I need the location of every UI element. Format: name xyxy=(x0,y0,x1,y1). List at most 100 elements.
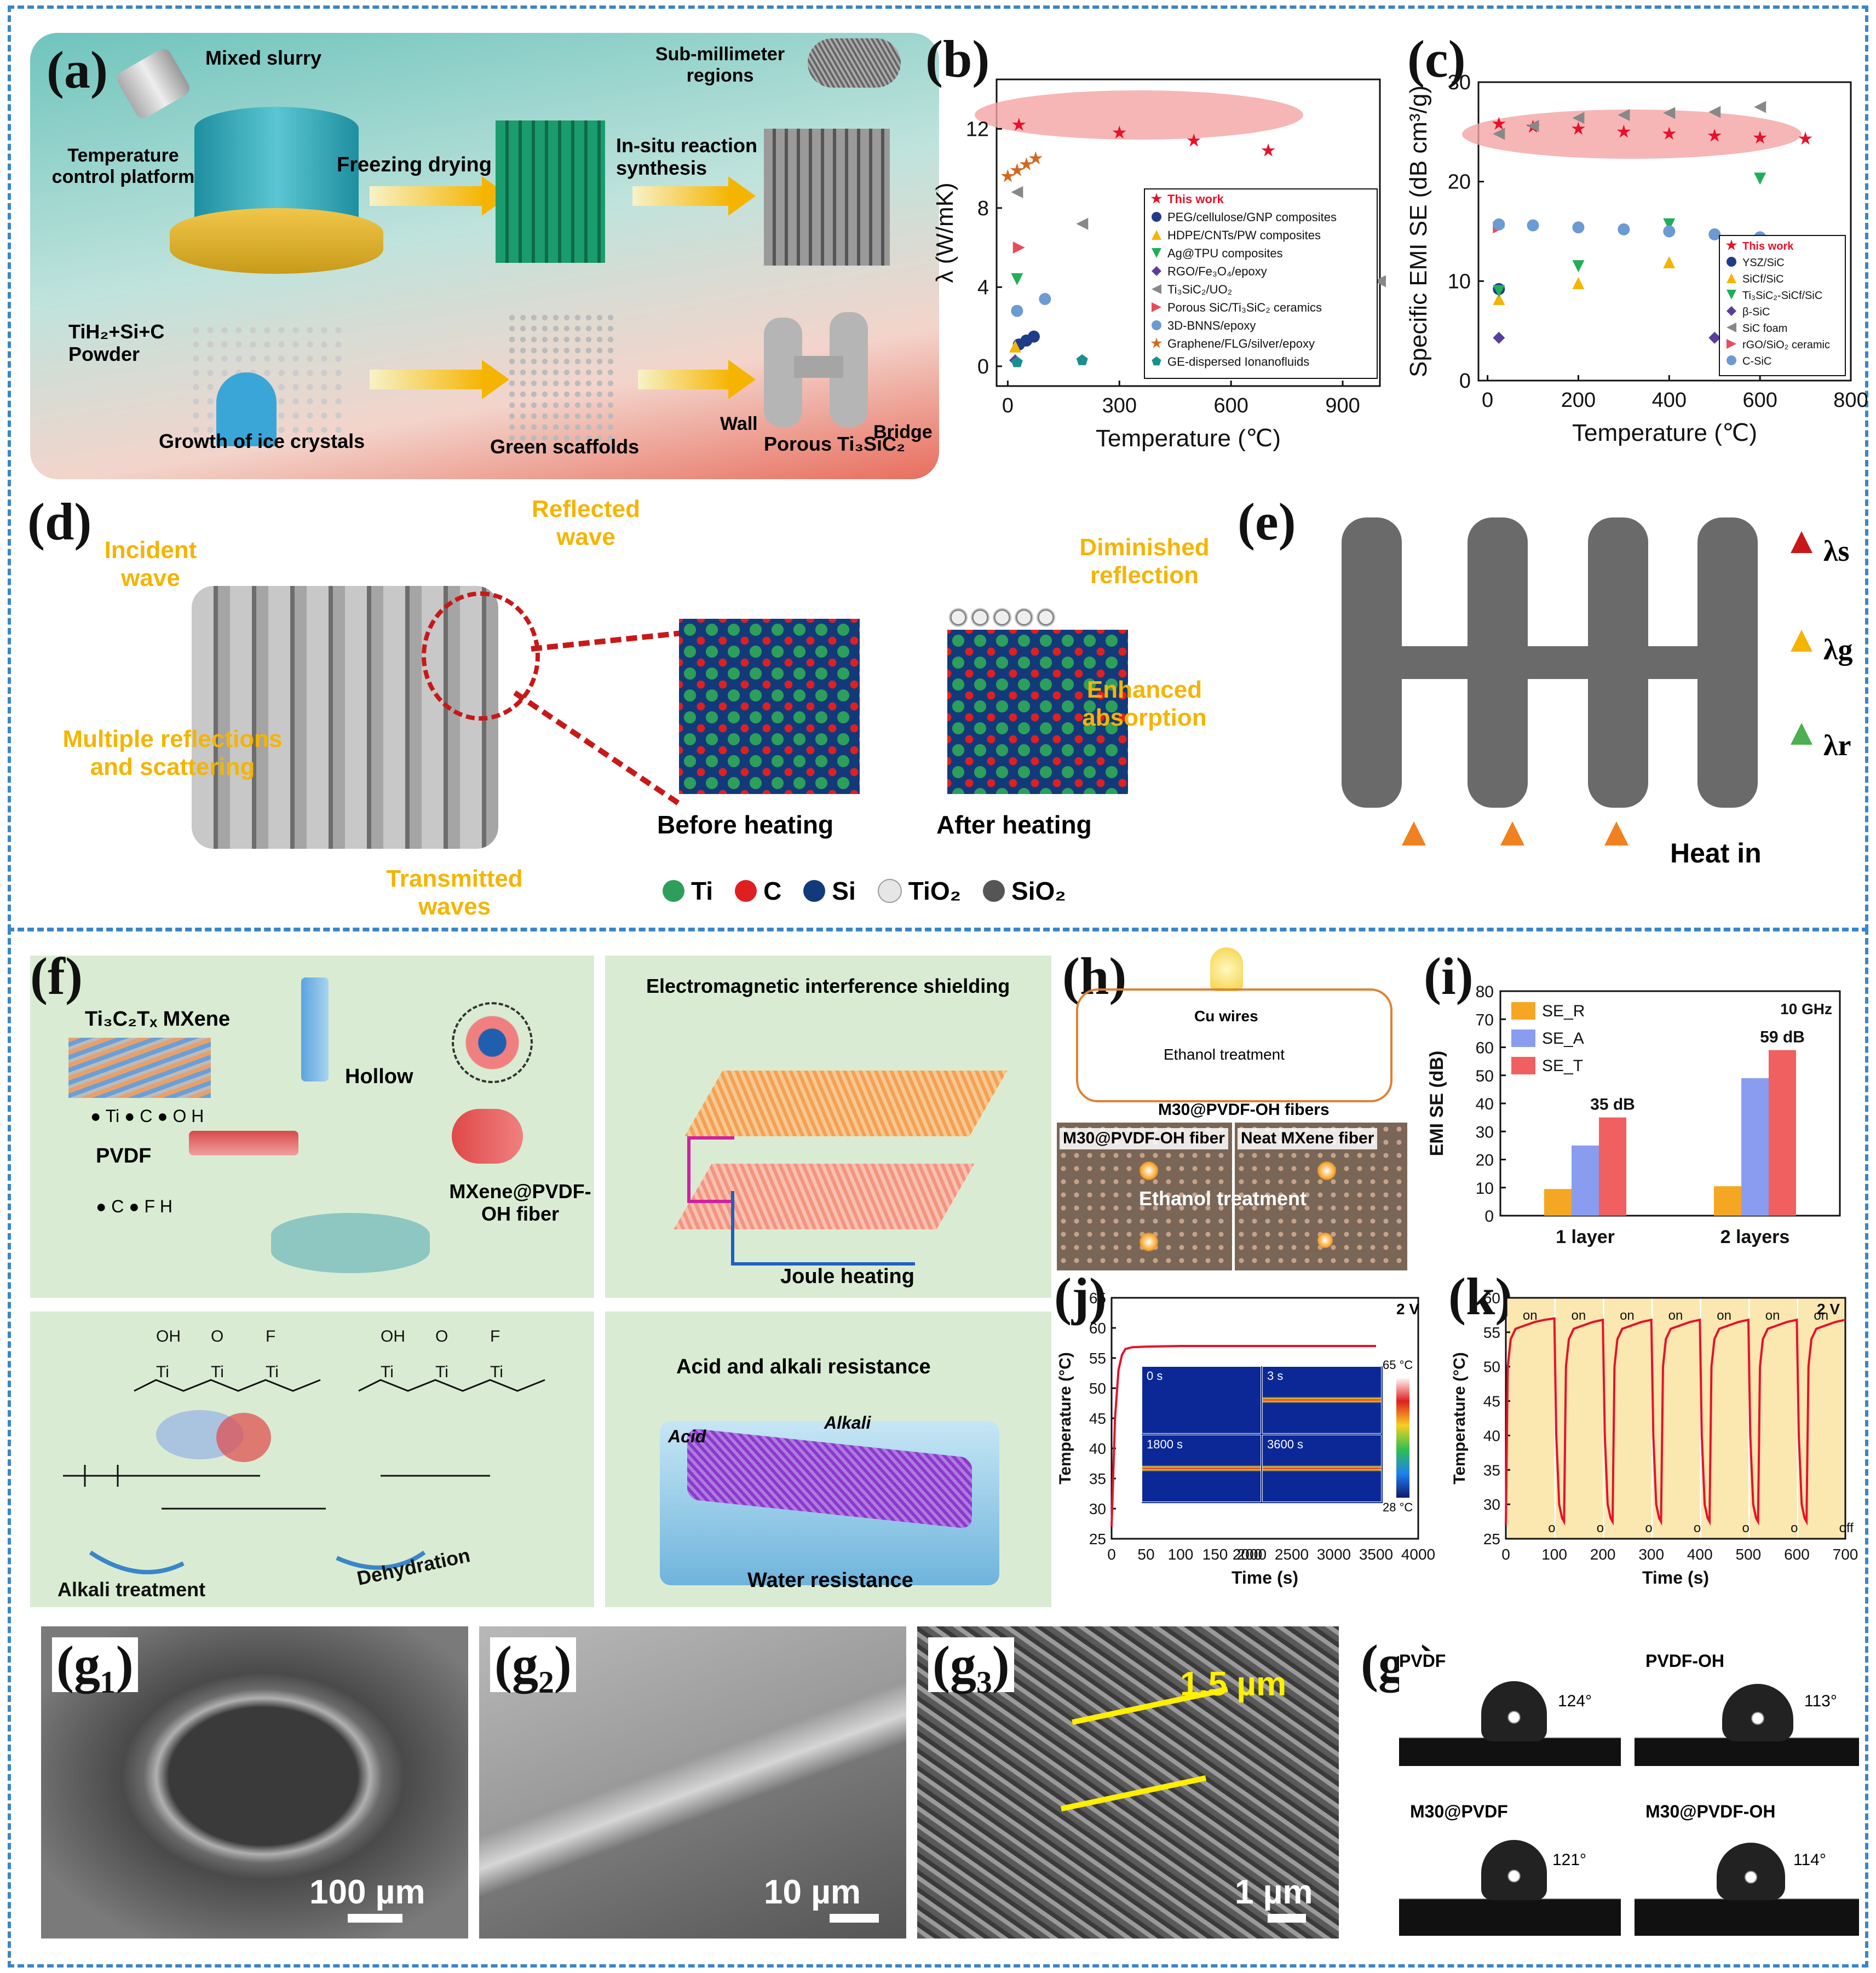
panel-f-synthesis: (f) Ti₃C₂Tₓ MXene ● Ti ● C ● O H PVDF ● … xyxy=(30,950,594,1298)
svg-text:F: F xyxy=(266,1327,275,1345)
panel-label: (i) xyxy=(1424,947,1474,1005)
y-tick-label: 35 xyxy=(1089,1470,1106,1487)
data-point xyxy=(1572,112,1585,124)
panel-label: (k) xyxy=(1448,1267,1513,1326)
scale-bar xyxy=(1268,1914,1306,1923)
on-shade xyxy=(1750,1298,1797,1539)
ir-frame: 0 s xyxy=(1142,1366,1261,1434)
droplet-icon xyxy=(1722,1684,1793,1741)
on-label: on xyxy=(1668,1308,1683,1323)
bridge-label: Bridge xyxy=(873,422,933,442)
voltage-label: 2 V xyxy=(1396,1301,1420,1318)
data-point xyxy=(1798,131,1812,145)
y-tick-label: 10 xyxy=(1476,1180,1494,1198)
led-glow-icon xyxy=(1139,1161,1159,1181)
legend-entry: SiC foam xyxy=(1742,323,1787,335)
fibers-label: M30@PVDF-OH fibers xyxy=(1158,1101,1330,1119)
y-tick-label: 65 xyxy=(1089,1290,1106,1307)
data-point xyxy=(1663,225,1676,238)
led-glow-icon xyxy=(1317,1232,1333,1249)
water-resistance-label: Water resistance xyxy=(747,1569,913,1592)
data-point xyxy=(1150,337,1163,348)
x-axis-label: Time (s) xyxy=(1232,1568,1298,1587)
ir-frame: 3 s xyxy=(1262,1366,1382,1434)
contact-angle-m30-pvdf: M30@PVDF 121° xyxy=(1399,1802,1621,1936)
bar xyxy=(1599,1117,1626,1216)
highlight-ellipse xyxy=(975,90,1303,140)
legend-entry: PEG/cellulose/GNP composites xyxy=(1167,210,1337,224)
data-point xyxy=(1374,275,1386,287)
y-tick-label: 50 xyxy=(1483,1359,1500,1376)
series-line xyxy=(1505,1317,1846,1526)
panel-label: (g₁) xyxy=(52,1637,138,1692)
structure-bridge-1 xyxy=(1396,646,1473,679)
legend-entry: GE-dispersed Ionanofluids xyxy=(1167,355,1309,369)
x-tick-label: 400 xyxy=(1652,389,1687,412)
x-tick-label: 0 xyxy=(1501,1546,1510,1563)
off-label: off xyxy=(1839,1521,1854,1535)
ethanol-label: Ethanol treatment xyxy=(1164,1046,1285,1063)
x-tick-label: 900 xyxy=(1325,394,1360,417)
ir-inset: 0 s 3 s 1800 s 3600 s xyxy=(1142,1366,1383,1503)
ti-atom-icon xyxy=(663,880,684,902)
data-point xyxy=(1010,163,1024,176)
alkali-label: Alkali xyxy=(824,1413,871,1433)
y-tick-label: 0 xyxy=(1484,1207,1494,1226)
photo-right-label: Neat MXene fiber xyxy=(1238,1128,1378,1149)
on-shade xyxy=(1701,1298,1748,1539)
x-tick-label: 600 xyxy=(1213,394,1248,417)
panel-label: (g₂) xyxy=(490,1637,576,1692)
scale-bar xyxy=(830,1914,879,1923)
contact-angle: 121° xyxy=(1552,1851,1587,1869)
x-tick-label: 200 xyxy=(1237,1546,1263,1563)
diminished-label: Diminished reflection xyxy=(1079,534,1210,589)
data-point xyxy=(1493,218,1505,231)
figure-frame-bottom xyxy=(8,928,1868,1968)
ir-scale-bottom: 28 °C xyxy=(1383,1500,1413,1514)
y-tick-label: 55 xyxy=(1483,1324,1500,1341)
heat-arrow-icon xyxy=(1402,821,1426,845)
data-point xyxy=(1152,302,1161,312)
legend-entry: Ti₃SiC₂/UO₂ xyxy=(1167,283,1232,296)
legend-label: Ti xyxy=(691,877,713,905)
green-label: Green scaffolds xyxy=(490,435,640,458)
thickness-label: 1.5 µm xyxy=(1180,1665,1287,1703)
scale-bar xyxy=(348,1914,402,1923)
panel-f-emi: Electromagnetic interference shielding J… xyxy=(605,956,1051,1298)
lambda-g-arrow-icon xyxy=(1791,630,1812,652)
legend-entry: SE_R xyxy=(1542,1002,1585,1020)
x-tick-label: 600 xyxy=(1784,1546,1810,1563)
chart-k: onoffonoffonoffonoffonoffonoffonoff25303… xyxy=(1451,1290,1858,1587)
contact-angle: 124° xyxy=(1558,1692,1592,1710)
ir-scale-top: 65 °C xyxy=(1383,1358,1413,1372)
data-point xyxy=(1754,101,1766,113)
data-point xyxy=(1663,218,1676,231)
on-shade xyxy=(1653,1298,1700,1539)
svg-text:Ti: Ti xyxy=(381,1363,394,1381)
data-point xyxy=(1618,108,1630,121)
bar xyxy=(1544,1189,1572,1216)
bar xyxy=(1714,1186,1741,1216)
data-point xyxy=(1572,277,1585,289)
x-tick-label: 0 xyxy=(1107,1546,1116,1563)
bar xyxy=(1572,1145,1599,1216)
ir-frame: 1800 s xyxy=(1142,1435,1261,1502)
panel-h: (h) Cu wires Ethanol treatment M30@PVDF-… xyxy=(1057,942,1407,1270)
data-point xyxy=(1261,143,1275,157)
legend-si: Si xyxy=(803,876,856,906)
beaker-icon xyxy=(114,45,193,122)
legend-label: C xyxy=(763,877,782,905)
panel-f-resistance: Acid and alkali resistance Acid Alkali W… xyxy=(605,1312,1051,1607)
transmitted-label: Transmitted waves xyxy=(386,865,523,920)
y-tick-label: 0 xyxy=(977,355,989,378)
y-axis-label: Specific EMI SE (dB cm³/g) xyxy=(1405,85,1432,377)
y-tick-label: 40 xyxy=(1483,1427,1500,1444)
legend-label: SiO₂ xyxy=(1011,877,1066,905)
y-tick-label: 45 xyxy=(1483,1393,1500,1410)
thickness-line-bottom xyxy=(1060,1775,1207,1811)
lambda-g-label: λg xyxy=(1823,633,1853,666)
reflected-wave-label: Reflected wave xyxy=(531,496,641,550)
data-point xyxy=(1009,340,1021,353)
data-point xyxy=(1707,128,1722,142)
circuit-loop xyxy=(1076,988,1392,1102)
